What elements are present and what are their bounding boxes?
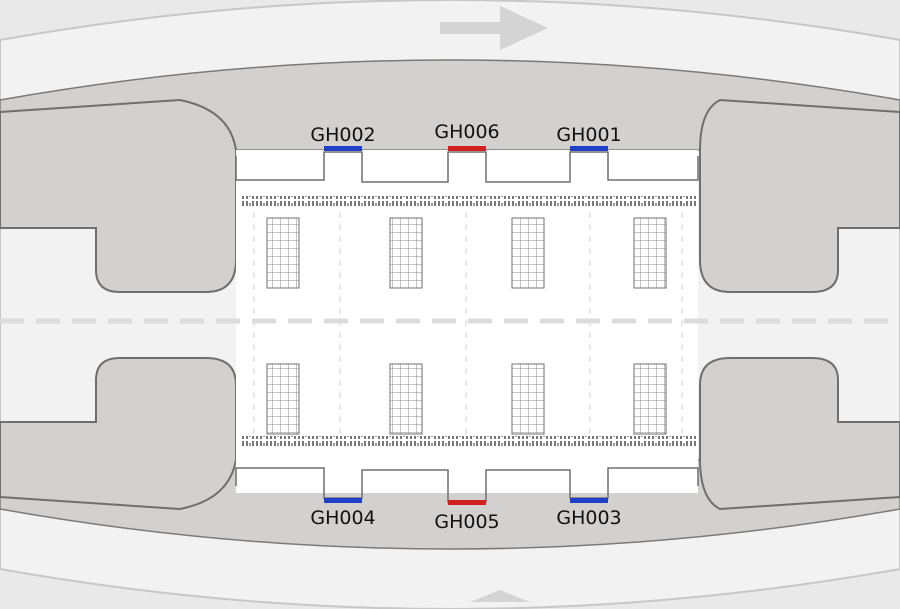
gate-bar-gh001[interactable] [570, 146, 608, 151]
gate-bar-gh004[interactable] [324, 498, 362, 503]
bottom-checkin-rail [240, 436, 696, 446]
gate-label-gh005[interactable]: GH005 [434, 511, 499, 533]
seating-grid [266, 217, 300, 289]
seating-grid [389, 363, 423, 435]
gate-bar-gh003[interactable] [570, 498, 608, 503]
left-wing-top [0, 98, 237, 293]
top-checkin-rail [240, 196, 696, 206]
gate-label-gh001[interactable]: GH001 [556, 124, 621, 146]
seating-grid [633, 363, 667, 435]
right-wing-top [699, 98, 900, 293]
seating-grid [633, 217, 667, 289]
gate-bar-gh006[interactable] [448, 146, 486, 151]
gate-bar-gh002[interactable] [324, 146, 362, 151]
gate-label-gh004[interactable]: GH004 [310, 507, 375, 529]
gate-bar-gh005[interactable] [448, 500, 486, 505]
top-flow-arrow-icon [440, 6, 548, 50]
gate-label-gh002[interactable]: GH002 [310, 124, 375, 146]
right-wing-bottom [699, 357, 900, 511]
gate-label-gh006[interactable]: GH006 [434, 121, 499, 143]
left-wing-bottom [0, 357, 237, 511]
seating-grid [511, 363, 545, 435]
seating-grid [389, 217, 423, 289]
gate-label-gh003[interactable]: GH003 [556, 507, 621, 529]
top-concourse-wall [235, 151, 699, 183]
bottom-flow-arrow-icon [470, 590, 530, 602]
seating-grid [511, 217, 545, 289]
seating-grid [266, 363, 300, 435]
